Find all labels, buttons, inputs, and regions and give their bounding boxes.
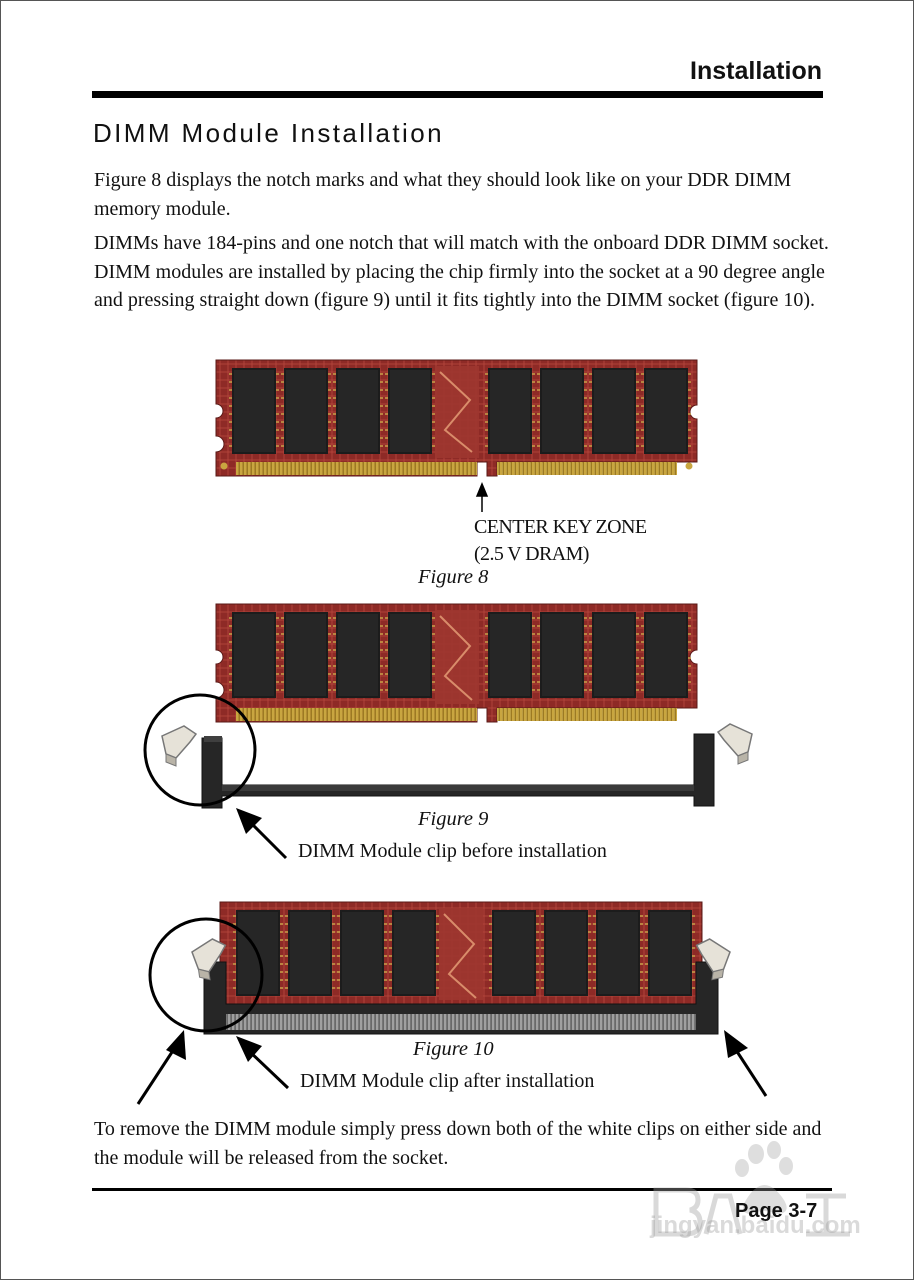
socket-clip-right-open	[717, 723, 753, 765]
paragraph-figure8-intro: Figure 8 displays the notch marks and wh…	[94, 169, 792, 220]
section-title: Installation	[690, 57, 822, 85]
dimm-socket-figure9	[201, 733, 715, 809]
watermark-text: jingyan.baidu.com	[650, 1212, 861, 1239]
clip-highlight-circle-figure10	[148, 917, 264, 1033]
figure9-caption: Figure 9	[418, 808, 489, 830]
page-number: Page 3-7	[735, 1200, 818, 1222]
clip-highlight-circle-figure9	[143, 693, 257, 807]
paragraph-dimm-install: DIMMs have 184-pins and one notch that w…	[94, 232, 829, 311]
figure8-caption: Figure 8	[418, 566, 489, 588]
baidu-watermark-logo	[653, 1141, 850, 1237]
dimm-module-figure9	[215, 603, 698, 723]
figure9-label: DIMM Module clip before installation	[298, 840, 607, 862]
figure10-label: DIMM Module clip after installation	[300, 1070, 595, 1092]
center-key-arrow	[475, 482, 489, 512]
center-key-zone-label: CENTER KEY ZONE (2.5 V DRAM)	[474, 514, 647, 568]
clip-arrow-figure9	[236, 808, 288, 860]
figure10-caption: Figure 10	[413, 1038, 494, 1060]
clip-arrow-left-inner	[236, 1036, 290, 1090]
paragraph-removal: To remove the DIMM module simply press d…	[94, 1118, 822, 1169]
clip-arrow-right	[724, 1030, 768, 1097]
header-rule	[92, 91, 823, 98]
footer-rule	[92, 1188, 832, 1191]
dimm-module-figure8	[215, 359, 698, 477]
clip-arrow-left-outer	[136, 1030, 186, 1105]
page-heading: DIMM Module Installation	[93, 118, 444, 148]
dimm-socket-figure10	[203, 961, 719, 1035]
socket-clip-left-open	[161, 725, 197, 767]
dimm-module-figure10	[219, 901, 703, 1005]
key-zone-line2: (2.5 V DRAM)	[474, 543, 589, 565]
key-zone-line1: CENTER KEY ZONE	[474, 516, 647, 538]
